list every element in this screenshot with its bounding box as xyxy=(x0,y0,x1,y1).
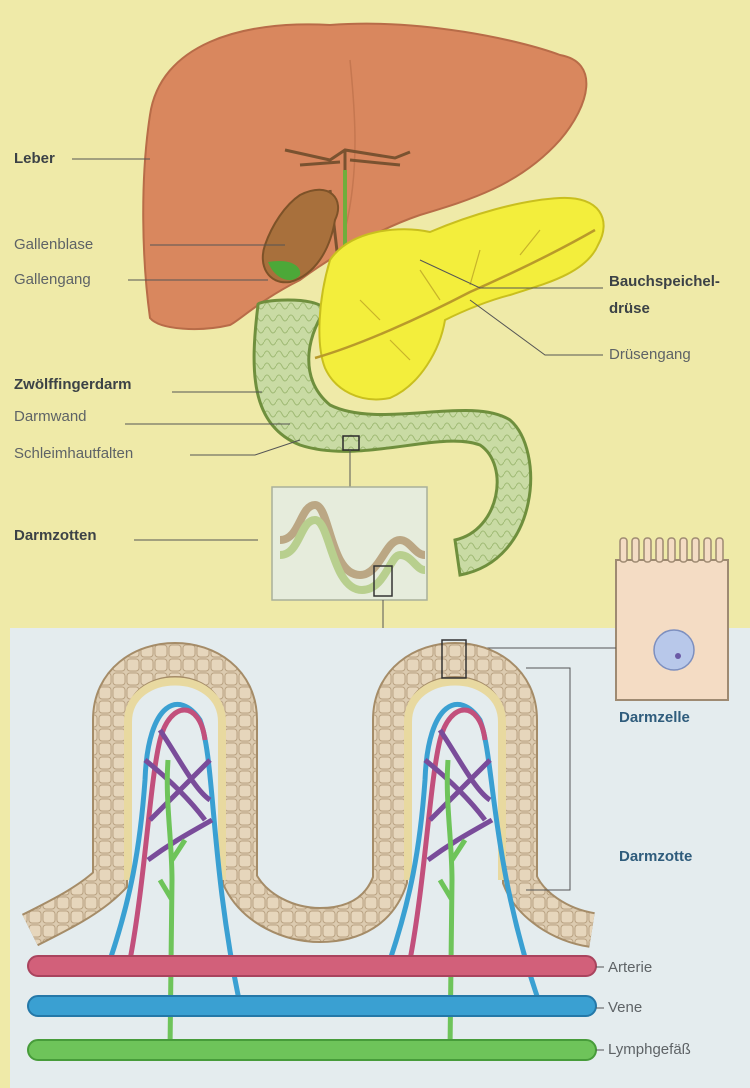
microvilli xyxy=(620,538,723,562)
vein-vessel xyxy=(28,996,596,1016)
label-darmwand: Darmwand xyxy=(14,408,87,426)
label-leber: Leber xyxy=(14,150,55,168)
label-zwoelffingerdarm: Zwölffingerdarm xyxy=(14,376,132,394)
label-gallenblase: Gallenblase xyxy=(14,236,93,254)
label-bauchspeicheldruese-2: drüse xyxy=(609,300,650,318)
label-druesengang: Drüsengang xyxy=(609,346,691,364)
label-arterie: Arterie xyxy=(608,959,652,977)
artery-vessel xyxy=(28,956,596,976)
label-vene: Vene xyxy=(608,999,642,1017)
label-lymphgefaess: Lymphgefäß xyxy=(608,1041,691,1059)
label-darmzotte: Darmzotte xyxy=(619,848,692,866)
label-darmzelle: Darmzelle xyxy=(619,709,690,727)
label-gallengang: Gallengang xyxy=(14,271,91,289)
label-schleimhautfalten: Schleimhautfalten xyxy=(14,445,133,463)
label-darmzotten: Darmzotten xyxy=(14,527,97,545)
lymph-vessel xyxy=(28,1040,596,1060)
label-bauchspeicheldruese-1: Bauchspeichel- xyxy=(609,273,720,291)
